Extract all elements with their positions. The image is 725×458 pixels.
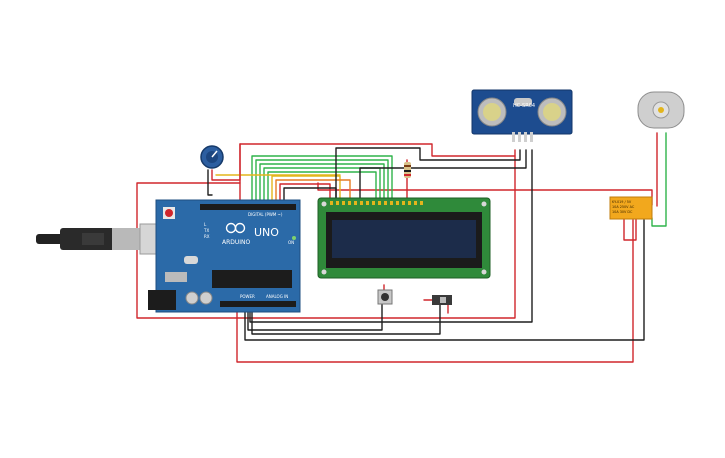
- wire-black-lcd-top[interactable]: [335, 147, 521, 204]
- wire-green-d11[interactable]: [255, 159, 389, 206]
- sensor-model-text: HC-SR04: [513, 103, 535, 109]
- arduino-logo-icon: [225, 222, 246, 234]
- wire-black-pot[interactable]: [207, 169, 213, 196]
- led-l-label: L: [204, 222, 207, 227]
- wires: [136, 132, 667, 363]
- usb-cable: [36, 223, 177, 255]
- potentiometer[interactable]: [200, 145, 224, 169]
- wire-green-d8[interactable]: [267, 171, 377, 206]
- wire-black-gnd-sensor[interactable]: [249, 149, 533, 323]
- relay-line-2: 10A 250V AC: [612, 205, 635, 209]
- wire-green-d10[interactable]: [259, 163, 385, 206]
- wire-red-relay-in[interactable]: [623, 217, 637, 241]
- digital-header-label: DIGITAL (PWM ~): [248, 212, 283, 217]
- wire-green-d9[interactable]: [263, 167, 381, 206]
- arduino-uno-board[interactable]: ARDUINO UNO DIGITAL (PWM ~) POWER ANALOG…: [148, 199, 301, 313]
- wire-black-sensor-echo[interactable]: [359, 149, 527, 204]
- dc-motor: [637, 91, 685, 129]
- wire-black-gnd-button[interactable]: [247, 299, 383, 331]
- wire-green-d12[interactable]: [251, 155, 393, 206]
- wire-red-d5[interactable]: [279, 183, 331, 206]
- slide-switch[interactable]: [432, 295, 452, 305]
- led-on-label: ON: [288, 240, 294, 245]
- atmega-chip: [212, 270, 292, 288]
- digital-header: [200, 204, 296, 210]
- led-rx-label: RX: [204, 234, 210, 239]
- lcd-16x2-display: [317, 197, 491, 279]
- arduino-brand-text: ARDUINO: [222, 239, 251, 246]
- wire-red-bottom-return[interactable]: [236, 219, 634, 363]
- wire-green-motor[interactable]: [651, 132, 667, 227]
- power-analog-header: [220, 301, 296, 307]
- ultrasonic-sensor: HC-SR04: [471, 89, 573, 142]
- analog-header-label: ANALOG IN: [266, 294, 288, 299]
- knob-indicator-icon: [211, 150, 218, 158]
- push-button[interactable]: [377, 289, 393, 305]
- lcd-screen: [332, 220, 476, 258]
- wire-black-gnd-switch[interactable]: [251, 303, 441, 335]
- led-tx-label: TX: [203, 228, 209, 233]
- relay-line-3: 10A 30V DC: [612, 210, 633, 214]
- arduino-model-text: UNO: [254, 226, 279, 239]
- wire-red-main-loop[interactable]: [136, 149, 516, 319]
- wire-orange-d6[interactable]: [275, 179, 351, 206]
- wire-black-gnd-loop[interactable]: [244, 219, 645, 341]
- resistor: [404, 162, 411, 178]
- reset-button[interactable]: [165, 209, 173, 217]
- wire-yellow-d7[interactable]: [271, 175, 341, 206]
- motor-shaft-icon: [658, 107, 664, 113]
- power-header-label: POWER: [240, 294, 255, 299]
- relay-line-1: KY-019 / 5V: [612, 200, 632, 204]
- relay-module: KY-019 / 5V 10A 250V AC 10A 30V DC: [609, 196, 653, 220]
